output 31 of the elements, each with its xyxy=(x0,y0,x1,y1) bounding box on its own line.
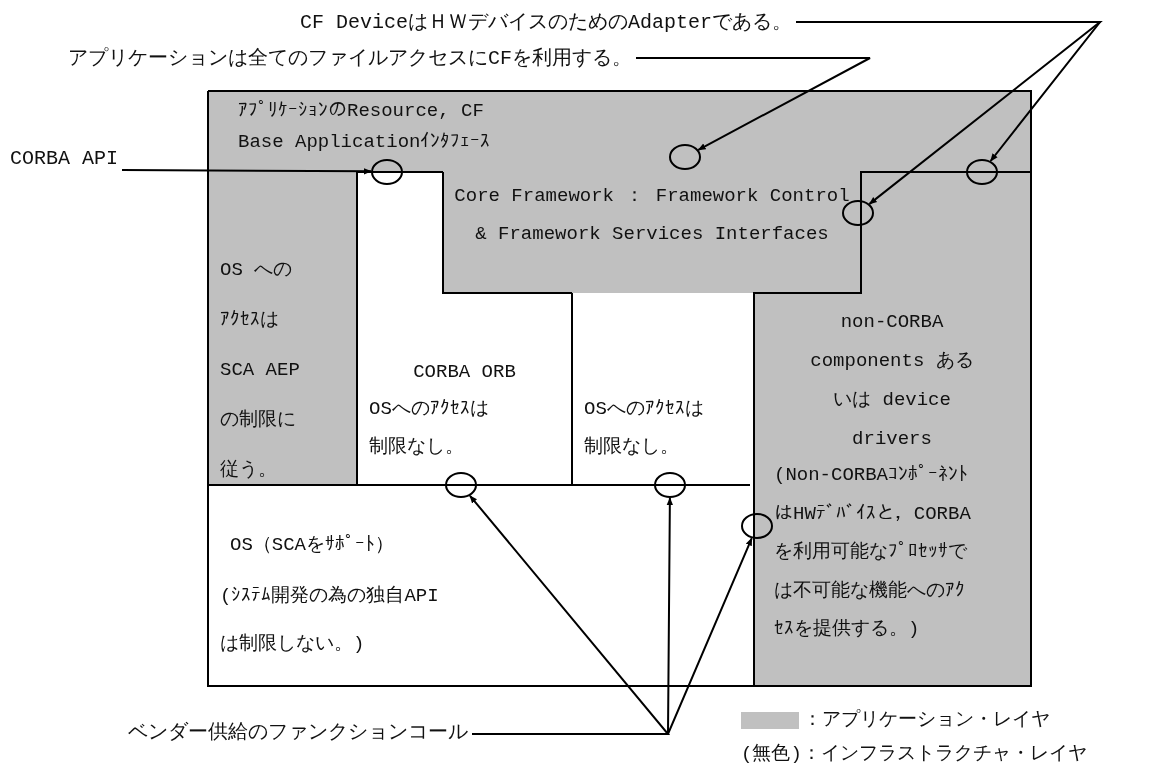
layer-box xyxy=(754,293,1031,686)
layer-band xyxy=(208,91,1031,172)
legend-text: (無色)：インフラストラクチャ・レイヤ xyxy=(741,742,1087,767)
interface-circle xyxy=(741,513,773,539)
interface-circle xyxy=(371,159,403,185)
layer-text: (Non-CORBAｺﾝﾎﾟｰﾈﾝﾄはHWﾃﾞﾊﾞｲｽと，CORBAを利用可能なﾌﾟﾛｾｯｻでは不可能な機能へのｱｸｾｽを提供する。) xyxy=(774,463,971,643)
arrow xyxy=(471,537,753,735)
arrow xyxy=(121,168,372,175)
interface-circle xyxy=(654,472,686,498)
layer-text: ｱﾌﾟﾘｹｰｼｮﾝのResource, CF Base Applicationｲﾝﾀﾌｪｰｽ xyxy=(238,99,492,155)
layer-box xyxy=(443,172,861,293)
interface-circle xyxy=(445,472,477,498)
annotation-text: アプリケーションは全てのファイルアクセスにCFを利用する。 xyxy=(68,47,632,70)
layer-text: Core Framework ： Framework Control & Framework Services Interfaces xyxy=(453,184,851,247)
layer-text: CORBA ORB xyxy=(412,360,517,385)
layer-box xyxy=(208,172,357,485)
interface-circle xyxy=(842,200,874,226)
annotation-text: ベンダー供給のファンクションコール xyxy=(128,721,468,744)
layer-text: non-CORBA components あるいは device drivers xyxy=(809,310,975,452)
annotation-text: CF DeviceはＨＷデバイスのためのAdapterである。 xyxy=(300,11,793,34)
layer-text: OSへのｱｸｾｽは制限なし。 xyxy=(369,397,490,460)
layer-text: OS へのｱｸｾｽはSCA AEPの制限に従う。 xyxy=(220,258,301,483)
interface-circle xyxy=(966,159,998,185)
layer-text: OSへのｱｸｾｽは制限なし。 xyxy=(584,397,705,460)
layer-text: OS（SCAをｻﾎﾟｰﾄ） xyxy=(230,533,395,558)
interface-circle xyxy=(669,144,701,170)
arrow xyxy=(795,21,1103,205)
legend-text: ：アプリケーション・レイヤ xyxy=(803,708,1050,733)
annotation-text: CORBA API xyxy=(10,147,119,170)
arrow xyxy=(635,57,871,151)
layer-text: (ｼｽﾃﾑ開発の為の独自APIは制限しない。) xyxy=(220,584,440,657)
